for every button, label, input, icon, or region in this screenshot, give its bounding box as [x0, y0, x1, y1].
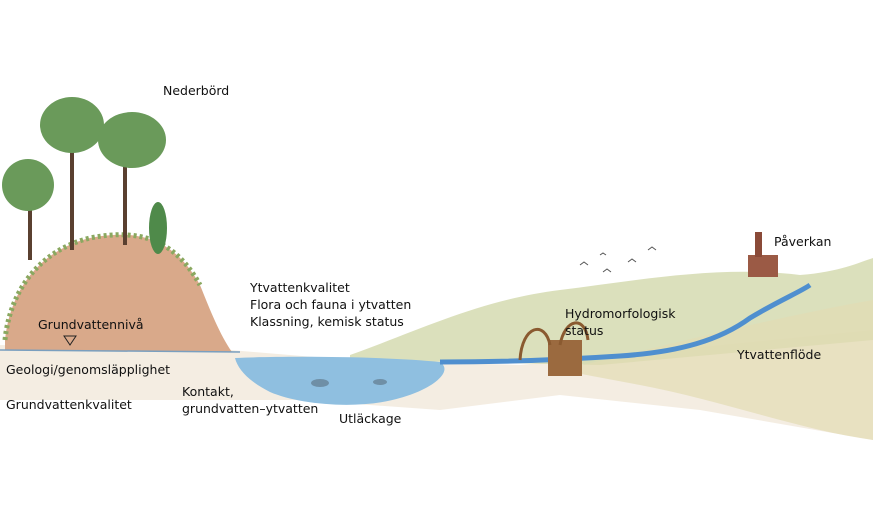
label-contact-line1: Kontakt, [182, 384, 234, 399]
soil-hill [5, 234, 232, 352]
trees [2, 97, 167, 260]
label-hydromorph-line1: Hydromorfologisk [565, 306, 676, 321]
label-surface-quality-line3: Klassning, kemisk status [250, 314, 404, 329]
label-surface-quality-line1: Ytvattenkvalitet [250, 280, 350, 295]
water-level-icon [63, 335, 77, 346]
birds [579, 246, 657, 273]
label-contact: Kontakt, grundvatten–ytvatten [182, 383, 318, 417]
label-impact: Påverkan [774, 234, 832, 249]
label-surface-flow: Ytvattenflöde [737, 347, 822, 362]
label-contact-line2: grundvatten–ytvatten [182, 401, 319, 416]
label-hydromorphology: Hydromorfologisk status [565, 305, 676, 339]
label-precipitation: Nederbörd [163, 83, 230, 98]
bridge [548, 340, 582, 376]
label-groundwater-level: Grundvattennivå [38, 317, 144, 332]
groundwater-line [0, 349, 241, 353]
lake [235, 356, 445, 405]
stream [439, 282, 812, 365]
label-geology: Geologi/genomsläpplighet [6, 362, 171, 377]
label-groundwater-quality: Grundvattenkvalitet [6, 397, 132, 412]
right-slope [560, 300, 873, 440]
factory [748, 255, 778, 277]
label-surface-quality-line2: Flora och fauna i ytvatten [250, 297, 412, 312]
label-leakage: Utläckage [339, 411, 402, 426]
label-surface-quality: Ytvattenkvalitet Flora och fauna i ytvat… [250, 279, 411, 330]
label-hydromorph-line2: status [565, 323, 604, 338]
